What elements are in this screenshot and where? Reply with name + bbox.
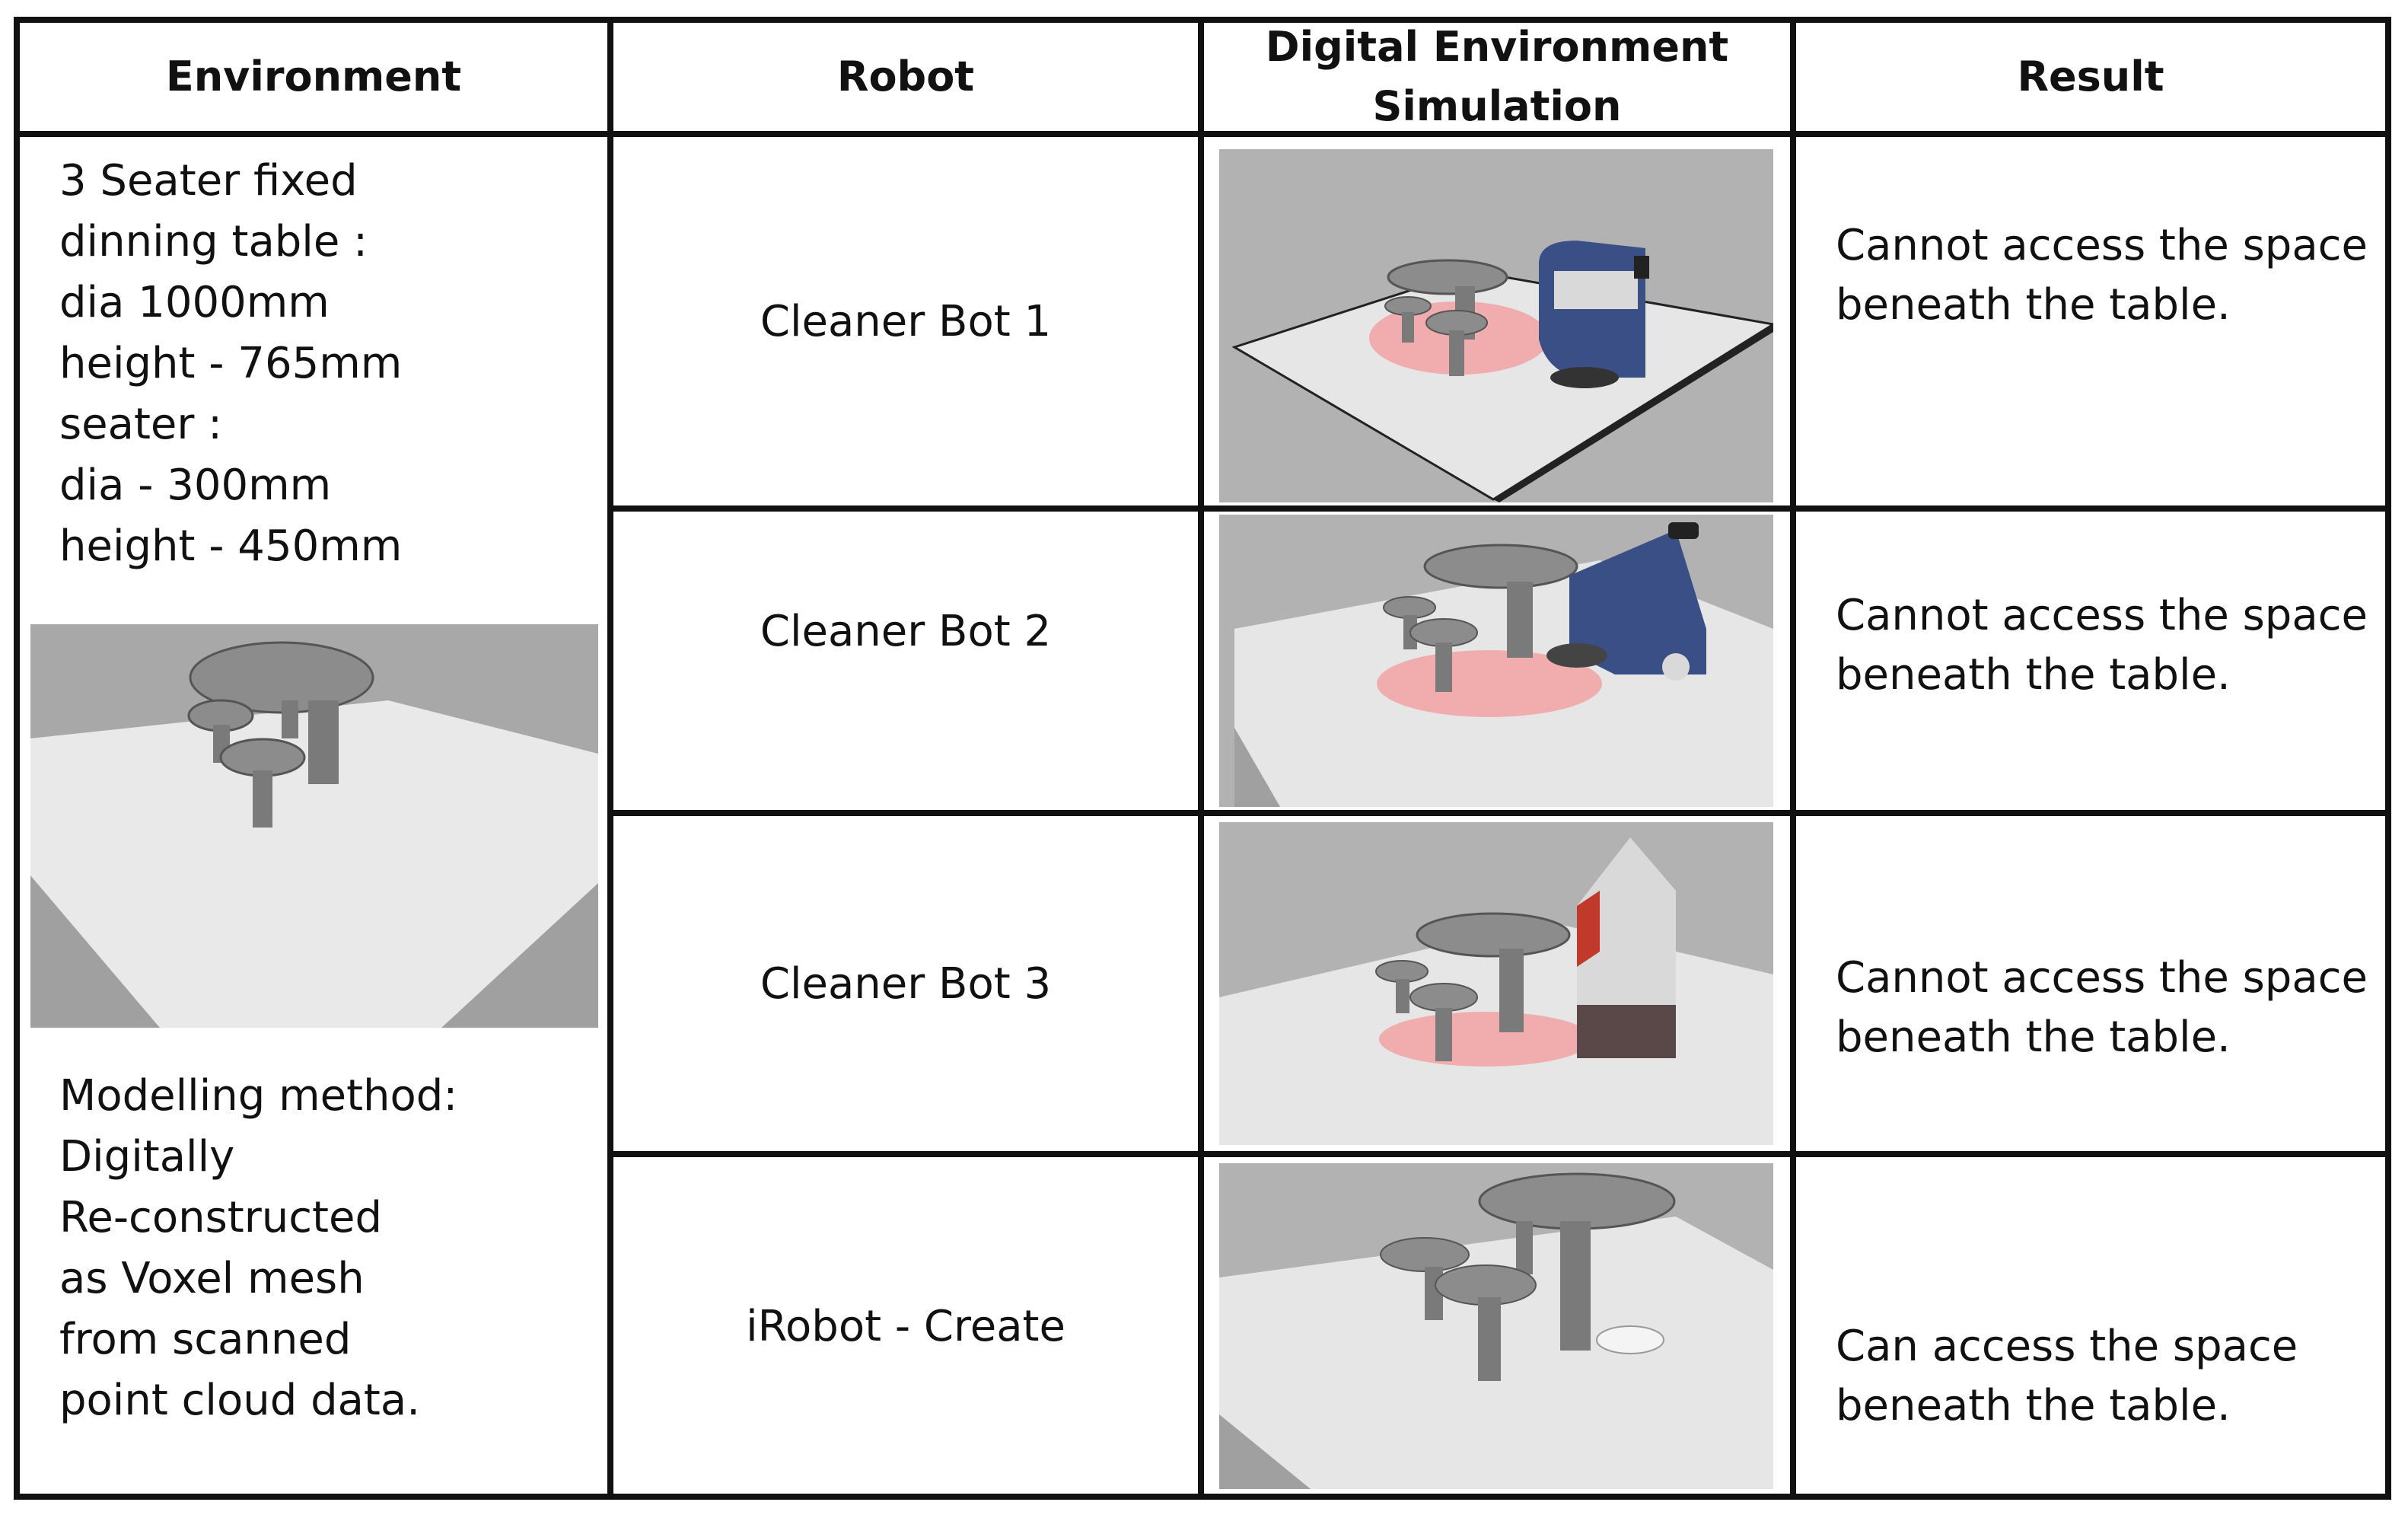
spec-line: dia - 300mm <box>59 461 332 510</box>
simulation-image-row1 <box>1219 149 1773 502</box>
spec-line: seater : <box>59 400 223 449</box>
row1-bottom-border <box>607 505 2391 512</box>
robot-label-row2: Cleaner Bot 2 <box>613 512 1198 810</box>
spec-line: 3 Seater fixed <box>59 156 358 206</box>
spec-line: dinning table : <box>59 217 368 266</box>
simulation-image-row3 <box>1219 822 1773 1145</box>
table-right-border <box>2385 17 2391 1500</box>
environment-spec: 3 Seater fixed dinning table : dia 1000m… <box>59 151 592 577</box>
method-line: Modelling method: <box>59 1071 458 1121</box>
header-result: Result <box>1796 23 2385 131</box>
result-line: Cannot access the space <box>1836 591 2368 640</box>
simulation-image-row4 <box>1219 1163 1773 1489</box>
simulation-image-row2 <box>1219 515 1773 807</box>
robot-sim-divider <box>1198 17 1204 1500</box>
result-row2: Cannot access the space beneath the tabl… <box>1836 586 2376 705</box>
result-row4: Can access the space beneath the table. <box>1836 1317 2376 1436</box>
header-result-text: Result <box>2017 52 2164 100</box>
spec-line: height - 450mm <box>59 521 403 571</box>
robot-name: Cleaner Bot 1 <box>760 297 1052 346</box>
robot-label-row1: Cleaner Bot 1 <box>613 137 1198 505</box>
result-line: beneath the table. <box>1836 650 2231 700</box>
result-line: Cannot access the space <box>1836 221 2368 270</box>
header-simulation-line1: Digital Environment <box>1265 22 1729 71</box>
environment-method: Modelling method: Digitally Re-construct… <box>59 1066 592 1431</box>
result-line: beneath the table. <box>1836 280 2231 330</box>
spec-line: dia 1000mm <box>59 278 330 327</box>
header-simulation: Digital Environment Simulation <box>1204 23 1790 131</box>
robot-name: Cleaner Bot 2 <box>760 607 1052 656</box>
spec-line: height - 765mm <box>59 339 403 388</box>
robot-label-row3: Cleaner Bot 3 <box>613 816 1198 1151</box>
robot-label-row4: iRobot - Create <box>613 1157 1198 1494</box>
method-line: as Voxel mesh <box>59 1254 365 1303</box>
method-line: Re-constructed <box>59 1193 382 1242</box>
header-environment-text: Environment <box>165 52 462 100</box>
robot-name: iRobot - Create <box>746 1302 1065 1351</box>
sim-result-divider <box>1790 17 1796 1500</box>
row3-bottom-border <box>607 1151 2391 1157</box>
result-line: Can access the space <box>1836 1322 2298 1371</box>
result-row3: Cannot access the space beneath the tabl… <box>1836 949 2376 1067</box>
environment-voxel-render <box>30 624 598 1028</box>
method-line: point cloud data. <box>59 1376 421 1425</box>
table-left-border <box>14 17 20 1500</box>
robot-name: Cleaner Bot 3 <box>760 958 1052 1009</box>
env-robot-divider <box>607 17 613 1500</box>
result-row1: Cannot access the space beneath the tabl… <box>1836 216 2376 335</box>
result-line: Cannot access the space <box>1836 953 2368 1003</box>
result-line: beneath the table. <box>1836 1381 2231 1430</box>
result-line: beneath the table. <box>1836 1013 2231 1062</box>
header-environment: Environment <box>20 23 607 131</box>
header-robot: Robot <box>613 23 1198 131</box>
row2-bottom-border <box>607 810 2391 816</box>
header-robot-text: Robot <box>836 52 975 100</box>
method-line: from scanned <box>59 1315 352 1364</box>
header-simulation-line2: Simulation <box>1372 82 1622 130</box>
method-line: Digitally <box>59 1132 235 1182</box>
